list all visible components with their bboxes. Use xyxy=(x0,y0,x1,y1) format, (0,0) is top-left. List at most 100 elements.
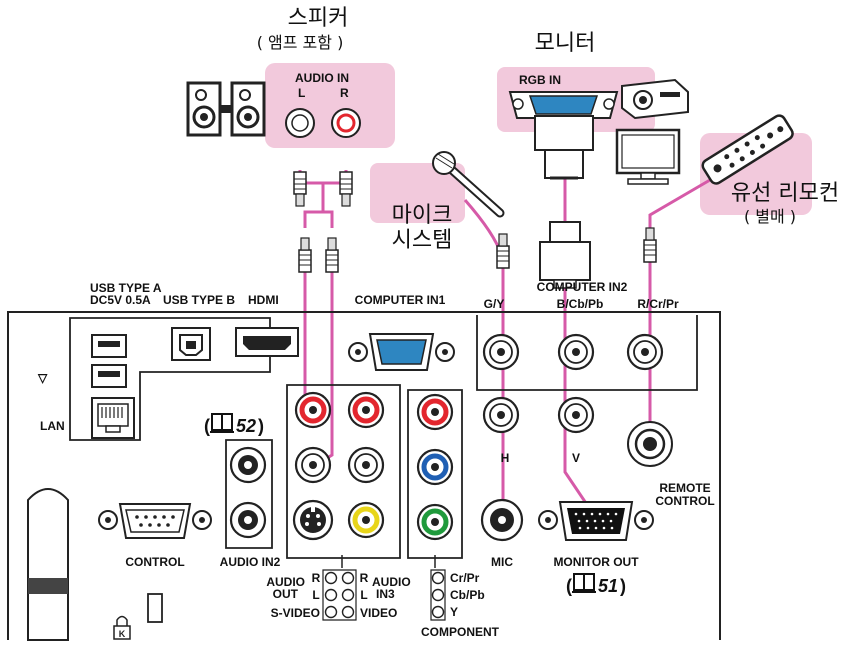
remote-control-label-2: CONTROL xyxy=(655,494,714,508)
microphone-icon xyxy=(432,151,505,218)
svg-text:(: ( xyxy=(566,576,572,596)
computer-in2-recess xyxy=(476,315,698,391)
vga-plug-bottom xyxy=(539,221,591,289)
b-cb-pb-jack[interactable] xyxy=(557,333,595,371)
svg-text:): ) xyxy=(258,416,264,436)
speaker-icon xyxy=(186,81,266,137)
mic-highlight xyxy=(370,163,465,223)
legend-l-right: L xyxy=(360,588,367,602)
remote-control-port[interactable] xyxy=(627,421,673,467)
usb-type-a-power-label: DC5V 0.5A xyxy=(90,293,151,307)
v-jack[interactable] xyxy=(557,396,595,434)
legend-cr-pr-label: Cr/Pr xyxy=(450,571,480,585)
wired-remote-icon xyxy=(701,114,794,185)
computer-in1-label: COMPUTER IN1 xyxy=(355,293,446,307)
b-cb-pb-label: B/Cb/Pb xyxy=(557,297,604,311)
audio-in3-l-jack[interactable] xyxy=(347,446,385,484)
v-label: V xyxy=(572,451,580,465)
audio-in3-label-1: AUDIO xyxy=(372,575,411,589)
video-jack[interactable] xyxy=(347,501,385,539)
mic-label-line2: 시스템 xyxy=(392,228,453,253)
usb-type-a-port-1[interactable] xyxy=(91,334,127,358)
legend-component-circles xyxy=(431,571,445,619)
legend-r-right: R xyxy=(360,571,369,585)
av-recess xyxy=(286,384,401,559)
audio-out-label-1: AUDIO xyxy=(266,575,305,589)
control-label: CONTROL xyxy=(125,555,184,569)
legend-cb-pb-label: Cb/Pb xyxy=(450,588,485,602)
remote-control-label: REMOTE xyxy=(659,481,710,495)
computer-in1-port[interactable] xyxy=(348,333,455,371)
panel-triangle-mark: ▽ xyxy=(37,371,48,385)
monitor-out-label: MONITOR OUT xyxy=(553,555,639,569)
panel-foot-band xyxy=(28,578,68,594)
book-icon xyxy=(210,413,234,433)
monitor-rgb-in-port xyxy=(508,91,619,119)
speaker-plug-r xyxy=(339,171,353,207)
h-jack[interactable] xyxy=(482,396,520,434)
speaker-label: 스피커 xyxy=(288,6,349,31)
r-cr-pr-jack[interactable] xyxy=(626,333,664,371)
g-y-label: G/Y xyxy=(484,297,505,311)
video-label: VIDEO xyxy=(360,606,397,620)
security-slot xyxy=(147,593,163,623)
component-cb-pb-jack[interactable] xyxy=(416,448,454,486)
audio-out-label-2: OUT xyxy=(273,587,299,601)
projector-icon xyxy=(621,78,689,120)
ref-52: ( 52 ) xyxy=(204,413,264,436)
lan-label: LAN xyxy=(40,419,65,433)
usb-type-a-label: USB TYPE A xyxy=(90,281,162,295)
component-cr-pr-jack[interactable] xyxy=(416,393,454,431)
book-icon-2 xyxy=(572,573,596,593)
mic-jack[interactable] xyxy=(480,498,524,542)
svg-text:K: K xyxy=(119,629,126,639)
monitor-label: 모니터 xyxy=(535,31,596,56)
mic-label-line1: 마이크 xyxy=(392,203,453,228)
mic-port-label: MIC xyxy=(491,555,513,569)
usb-type-b-port[interactable] xyxy=(171,327,211,361)
audio-in2-jack-1[interactable] xyxy=(229,446,267,484)
remote-plug xyxy=(643,227,657,263)
rgb-in-label: RGB IN xyxy=(519,73,561,87)
projector-back-panel xyxy=(7,311,721,640)
kensington-lock-icon: K xyxy=(113,615,131,640)
remote-sublabel: ( 별매 ) xyxy=(744,207,796,226)
monitor-out-port[interactable] xyxy=(538,501,654,541)
audio-out-r-jack[interactable] xyxy=(294,391,332,429)
monitor-icon xyxy=(615,128,681,185)
audio-in3-r-jack[interactable] xyxy=(347,391,385,429)
speaker-audio-in-l-jack xyxy=(285,108,315,138)
panel-plug-l xyxy=(298,237,312,273)
audio-in2-recess xyxy=(225,439,273,549)
computer-in2-label: COMPUTER IN2 xyxy=(537,280,628,294)
component-label: COMPONENT xyxy=(421,625,500,639)
svg-text:(: ( xyxy=(204,416,210,436)
legend-audio-circles xyxy=(324,571,355,619)
legend-l-left: L xyxy=(312,588,319,602)
usb-type-b-label: USB TYPE B xyxy=(163,293,235,307)
s-video-port[interactable] xyxy=(292,499,334,541)
hdmi-label: HDMI xyxy=(248,293,279,307)
audio-out-l-jack[interactable] xyxy=(294,446,332,484)
g-y-jack[interactable] xyxy=(482,333,520,371)
control-port[interactable] xyxy=(98,503,212,539)
hdmi-port[interactable] xyxy=(235,327,299,357)
speaker-audio-in-r-jack xyxy=(331,108,361,138)
s-video-label: S-VIDEO xyxy=(271,606,320,620)
mic-plug xyxy=(496,233,510,269)
speaker-sublabel: ( 앰프 포함 ) xyxy=(257,33,344,52)
usb-lan-recess xyxy=(69,317,271,441)
lan-port[interactable] xyxy=(91,397,135,439)
speaker-plug-l xyxy=(293,171,307,207)
audio-in2-label: AUDIO IN2 xyxy=(220,555,281,569)
audio-in2-jack-2[interactable] xyxy=(229,501,267,539)
ref-52-number: 52 xyxy=(236,416,256,436)
component-y-jack[interactable] xyxy=(416,503,454,541)
usb-type-a-port-2[interactable] xyxy=(91,364,127,388)
svg-text:): ) xyxy=(620,576,626,596)
legend-component-bracket xyxy=(430,569,446,621)
ref-51: ( 51 ) xyxy=(566,573,626,596)
component-recess xyxy=(407,389,463,559)
legend-r-left: R xyxy=(312,571,321,585)
